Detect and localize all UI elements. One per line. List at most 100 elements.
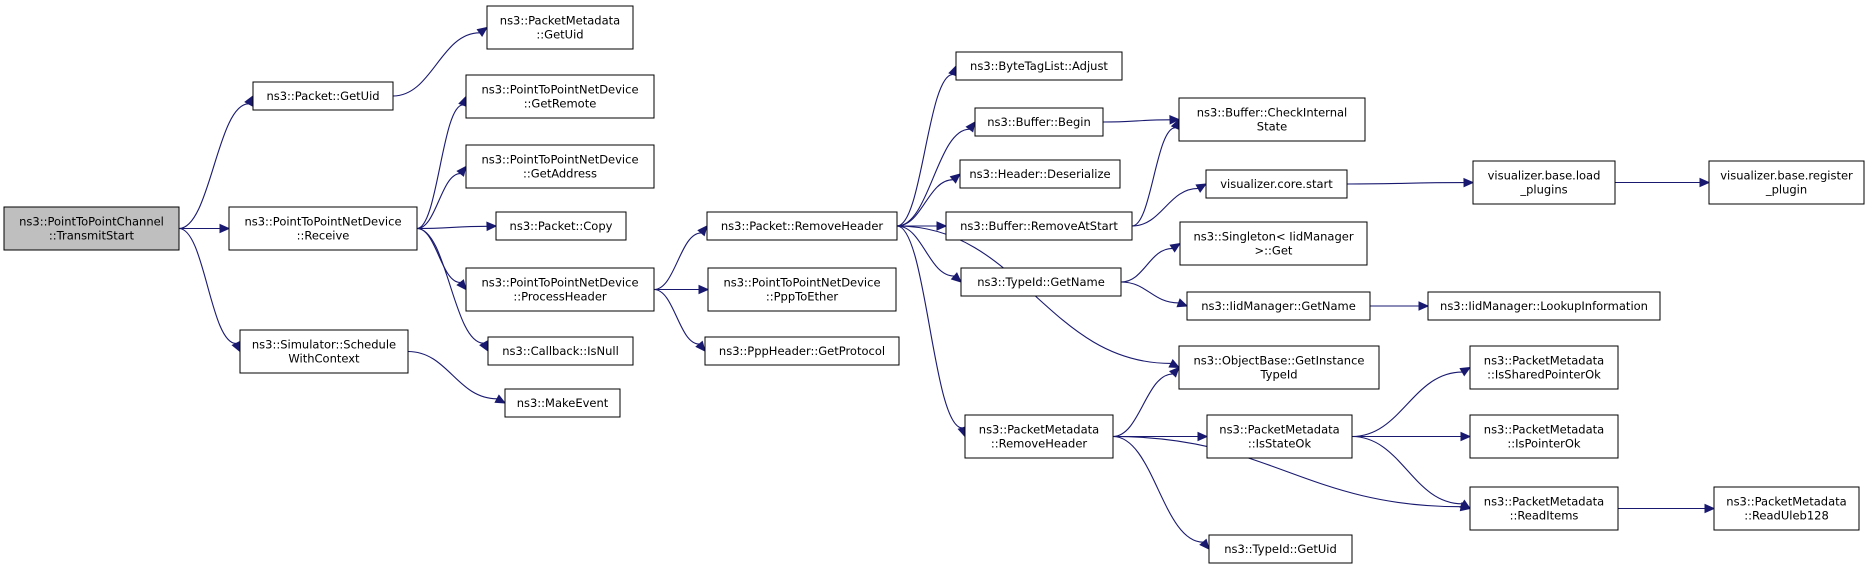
edge-typeid_getname-to-singleton_get <box>1120 242 1182 283</box>
node-p2p_ppptoether[interactable]: ns3::PointToPointNetDevice::PppToEther <box>707 267 897 312</box>
node-pm_ispointerok[interactable]: ns3::PacketMetadata::IsPointerOk <box>1469 414 1619 459</box>
edge-arrowhead <box>949 173 961 184</box>
node-pm_readuleb128[interactable]: ns3::PacketMetadata::ReadUleb128 <box>1713 486 1860 531</box>
node-label-line: ns3::PppHeader::GetProtocol <box>719 344 885 358</box>
node-buffer_removeatstart[interactable]: ns3::Buffer::RemoveAtStart <box>945 211 1133 241</box>
edge-line <box>1131 127 1176 227</box>
node-label-line: ns3::PointToPointNetDevice <box>723 276 880 290</box>
node-packet_copy[interactable]: ns3::Packet::Copy <box>495 211 627 241</box>
node-label-line: ns3::TypeId::GetName <box>977 275 1105 289</box>
node-p2p_getremote[interactable]: ns3::PointToPointNetDevice::GetRemote <box>465 74 655 119</box>
edge-p2p_receive-to-p2p_getaddress <box>416 165 467 230</box>
node-p2p_receive[interactable]: ns3::PointToPointNetDevice::Receive <box>228 206 418 251</box>
node-label-line: ns3::ObjectBase::GetInstance <box>1194 354 1365 368</box>
node-pm_removeheader[interactable]: ns3::PacketMetadata::RemoveHeader <box>964 414 1114 459</box>
edge-packet_removeheader-to-header_deserialize <box>896 173 961 227</box>
node-packet_removeheader[interactable]: ns3::Packet::RemoveHeader <box>706 211 898 241</box>
edge-vis_core_start-to-vis_load_plugins <box>1346 177 1475 188</box>
node-label-line: ns3::PointToPointNetDevice <box>481 276 638 290</box>
edge-p2p_processheader-to-ppp_getprotocol <box>653 288 706 352</box>
node-label-line: WithContext <box>288 352 360 366</box>
node-label-line: ns3::TypeId::GetUid <box>1224 542 1337 556</box>
edge-arrowhead <box>697 225 708 237</box>
node-header_deserialize[interactable]: ns3::Header::Deserialize <box>959 159 1121 189</box>
edge-line <box>896 225 963 429</box>
node-typeid_getname[interactable]: ns3::TypeId::GetName <box>960 267 1122 297</box>
node-vis_core_start[interactable]: visualizer.core.start <box>1205 169 1348 199</box>
node-singleton_get[interactable]: ns3::Singleton< IidManager>::Get <box>1179 221 1368 266</box>
node-label-line: ns3::PointToPointNetDevice <box>481 83 638 97</box>
node-packet_getuid[interactable]: ns3::Packet::GetUid <box>252 81 394 111</box>
node-box <box>964 414 1114 459</box>
edge-p2p_processheader-to-packet_removeheader <box>653 225 708 291</box>
edge-line <box>392 32 480 97</box>
node-box <box>1469 414 1619 459</box>
node-iid_getname[interactable]: ns3::IidManager::GetName <box>1186 291 1371 321</box>
node-label-line: >::Get <box>1255 244 1293 258</box>
node-box <box>1713 486 1860 531</box>
node-box <box>1472 160 1616 205</box>
edge-line <box>1351 371 1463 438</box>
node-label-line: _plugin <box>1765 183 1807 197</box>
node-box <box>1708 160 1865 205</box>
node-pm_getuid[interactable]: ns3::PacketMetadata::GetUid <box>486 5 634 50</box>
edge-arrowhead <box>456 165 467 177</box>
edge-arrowhead <box>476 26 488 37</box>
edge-arrowhead <box>1459 499 1472 510</box>
edges-layer <box>178 26 1716 550</box>
edge-packet_removeheader-to-pm_removeheader <box>896 225 967 438</box>
node-typeid_getuid[interactable]: ns3::TypeId::GetUid <box>1208 534 1353 564</box>
node-box <box>465 144 655 189</box>
node-ppp_getprotocol[interactable]: ns3::PppHeader::GetProtocol <box>704 336 900 366</box>
node-box <box>239 329 409 374</box>
edge-arrowhead <box>486 221 498 232</box>
edge-arrowhead <box>1197 431 1209 442</box>
node-label-line: visualizer.base.register <box>1720 169 1853 183</box>
edge-line <box>1351 435 1463 505</box>
node-label-line: ns3::PacketMetadata <box>979 423 1099 437</box>
node-vis_register_plugin[interactable]: visualizer.base.register_plugin <box>1708 160 1865 205</box>
node-box <box>504 388 621 418</box>
node-pm_isstateok[interactable]: ns3::PacketMetadata::IsStateOk <box>1206 414 1353 459</box>
edge-line <box>178 227 237 344</box>
edge-arrowhead <box>1168 366 1180 378</box>
edge-packet_getuid-to-pm_getuid <box>392 26 488 97</box>
node-p2p_getaddress[interactable]: ns3::PointToPointNetDevice::GetAddress <box>465 144 655 189</box>
node-vis_load_plugins[interactable]: visualizer.base.load_plugins <box>1472 160 1616 205</box>
node-label-line: ns3::Buffer::RemoveAtStart <box>960 219 1118 233</box>
node-bytetag_adjust[interactable]: ns3::ByteTagList::Adjust <box>955 51 1123 81</box>
node-callback_isnull[interactable]: ns3::Callback::IsNull <box>487 336 634 366</box>
node-label-line: ns3::Packet::GetUid <box>266 89 379 103</box>
node-makeevent[interactable]: ns3::MakeEvent <box>504 388 621 418</box>
node-buffer_begin[interactable]: ns3::Buffer::Begin <box>974 107 1104 137</box>
edge-packet_removeheader-to-buffer_begin <box>896 121 976 227</box>
node-label-line: ::GetAddress <box>523 167 597 181</box>
node-label-line: ns3::IidManager::GetName <box>1201 299 1356 313</box>
edge-line <box>416 227 461 284</box>
node-transmit_start[interactable]: ns3::PointToPointChannel::TransmitStart <box>3 206 180 251</box>
node-box <box>974 107 1104 137</box>
node-label-line: ns3::PointToPointNetDevice <box>481 153 638 167</box>
edge-line <box>416 104 464 230</box>
node-iid_lookupinfo[interactable]: ns3::IidManager::LookupInformation <box>1427 291 1661 321</box>
node-box <box>1186 291 1371 321</box>
node-pm_issharedpointerok[interactable]: ns3::PacketMetadata::IsSharedPointerOk <box>1469 345 1619 390</box>
edge-arrowhead <box>1418 301 1430 311</box>
node-box <box>3 206 180 251</box>
edge-arrowhead <box>1460 431 1472 442</box>
edge-pm_removeheader-to-objbase_getinstance <box>1112 366 1180 438</box>
node-p2p_processheader[interactable]: ns3::PointToPointNetDevice::ProcessHeade… <box>465 267 655 312</box>
node-label-line: ns3::ByteTagList::Adjust <box>970 59 1108 73</box>
node-label-line: ns3::Simulator::Schedule <box>252 338 396 352</box>
node-box <box>486 5 634 50</box>
edge-p2p_processheader-to-p2p_ppptoether <box>654 284 710 295</box>
node-label-line: ns3::Packet::RemoveHeader <box>721 219 884 233</box>
edge-line <box>1112 435 1462 508</box>
node-label-line: ns3::PacketMetadata <box>1484 495 1604 509</box>
node-box <box>960 267 1122 297</box>
node-pm_readitems[interactable]: ns3::PacketMetadata::ReadItems <box>1469 486 1619 531</box>
edge-pm_removeheader-to-typeid_getuid <box>1112 435 1210 550</box>
